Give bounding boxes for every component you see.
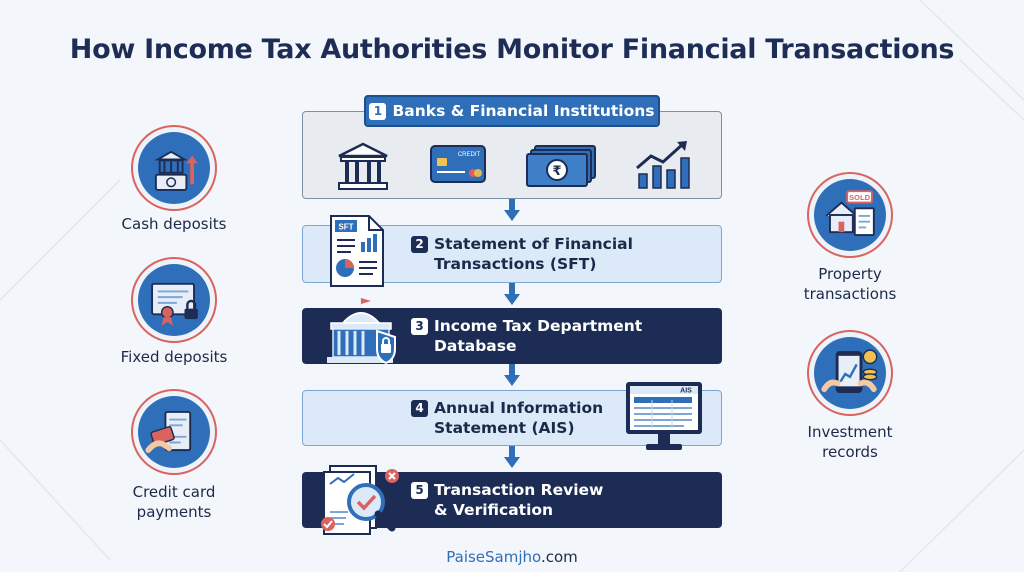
svg-text:SOLD: SOLD	[849, 193, 871, 202]
investment-records-icon	[807, 330, 893, 416]
svg-text:SFT: SFT	[338, 223, 353, 232]
arrow-down-icon	[504, 283, 520, 305]
property-transactions-label: Property transactions	[803, 265, 897, 303]
arrow-down-icon	[504, 446, 520, 468]
cash-deposits-icon	[131, 125, 217, 211]
investment-records-label: Investment records	[807, 423, 893, 461]
arrow-down-icon	[504, 199, 520, 221]
ais-monitor-icon: AIS	[626, 382, 702, 450]
property-transactions-icon: SOLD	[807, 172, 893, 258]
sft-document-icon: SFT	[330, 215, 384, 287]
cash-deposits-label: Cash deposits	[121, 215, 227, 233]
bank-building-icon	[338, 142, 388, 190]
fixed-deposits-label: Fixed deposits	[120, 348, 228, 366]
footer-brand[interactable]: PaiseSamjho.com	[446, 548, 578, 566]
government-building-icon	[327, 297, 396, 365]
review-magnifier-icon	[321, 465, 399, 535]
page-title: How Income Tax Authorities Monitor Finan…	[69, 34, 955, 65]
credit-card-payments-icon	[131, 389, 217, 475]
svg-text:CREDIT: CREDIT	[458, 152, 481, 158]
credit-card-payments-label: Credit card payments	[132, 483, 216, 521]
credit-card-icon: CREDIT	[430, 145, 486, 183]
fixed-deposits-icon	[131, 257, 217, 343]
currency-notes-icon: ₹	[526, 145, 596, 187]
svg-text:₹: ₹	[552, 164, 561, 179]
growth-chart-icon	[636, 141, 690, 189]
svg-text:AIS: AIS	[680, 388, 692, 395]
arrow-down-icon	[504, 364, 520, 386]
